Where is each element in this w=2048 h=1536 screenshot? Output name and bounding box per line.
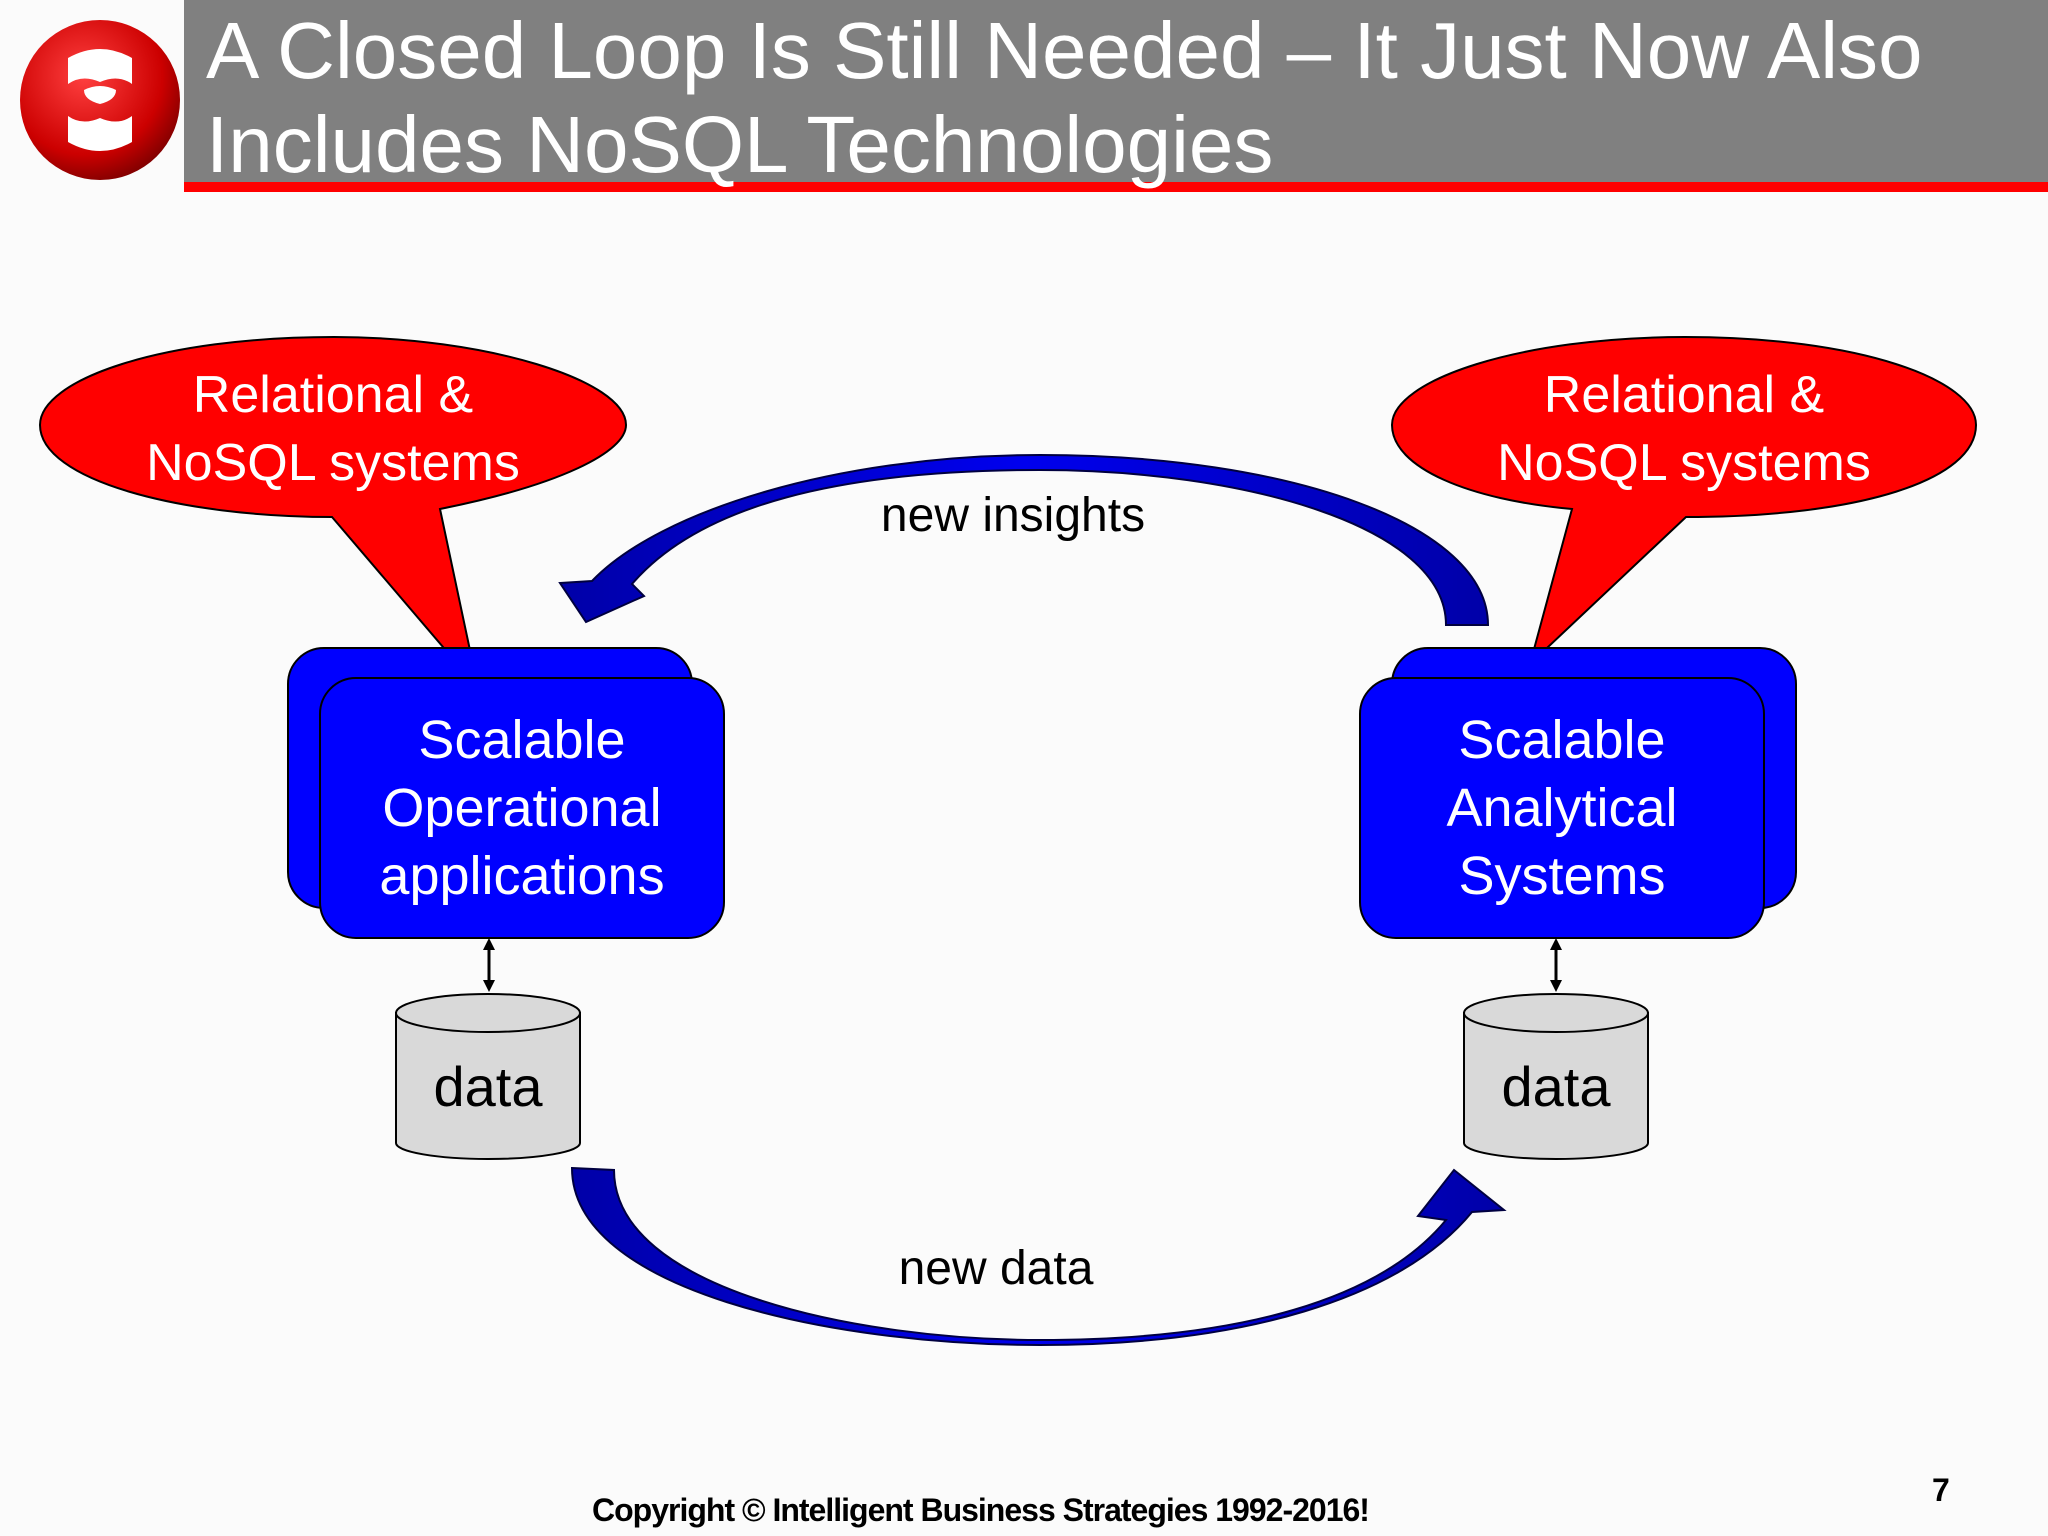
left-callout-line-2: NoSQL systems xyxy=(146,434,520,492)
right-box-line-1: Scalable xyxy=(1458,710,1665,770)
right-box-line-3: Systems xyxy=(1458,846,1665,906)
copyright-notice: Copyright © Intelligent Business Strateg… xyxy=(592,1492,1370,1528)
left-box-line-2: Operational xyxy=(382,778,661,838)
new-data-label: new data xyxy=(899,1242,1094,1295)
title-line-2: Includes NoSQL Technologies xyxy=(206,100,1274,189)
header-underline xyxy=(184,182,2048,192)
slide-title: A Closed Loop Is Still Needed – It Just … xyxy=(206,4,2036,192)
right-box xyxy=(1359,677,1765,939)
left-data-store-icon xyxy=(395,993,581,1160)
right-callout-line-1: Relational & xyxy=(1544,366,1824,424)
slide-number: 7 xyxy=(1932,1472,1950,1508)
left-callout-bubble xyxy=(38,335,628,689)
right-callout-bubble xyxy=(1390,335,1978,668)
left-data-label: data xyxy=(434,1055,544,1118)
left-box-line-1: Scalable xyxy=(418,710,625,770)
right-box-line-2: Analytical xyxy=(1446,778,1677,838)
new-insights-label: new insights xyxy=(881,489,1145,542)
company-logo-icon xyxy=(20,20,180,180)
new-insights-arrow xyxy=(558,453,1490,626)
new-data-arrow xyxy=(570,1166,1507,1347)
left-box-line-3: applications xyxy=(379,846,664,906)
title-line-1: A Closed Loop Is Still Needed – It Just … xyxy=(206,6,1923,95)
right-data-store-icon xyxy=(1463,993,1649,1160)
left-callout-line-1: Relational & xyxy=(193,366,473,424)
right-callout-line-2: NoSQL systems xyxy=(1497,434,1871,492)
left-box xyxy=(319,677,725,939)
right-data-label: data xyxy=(1502,1055,1612,1118)
header-bar xyxy=(184,0,2048,182)
